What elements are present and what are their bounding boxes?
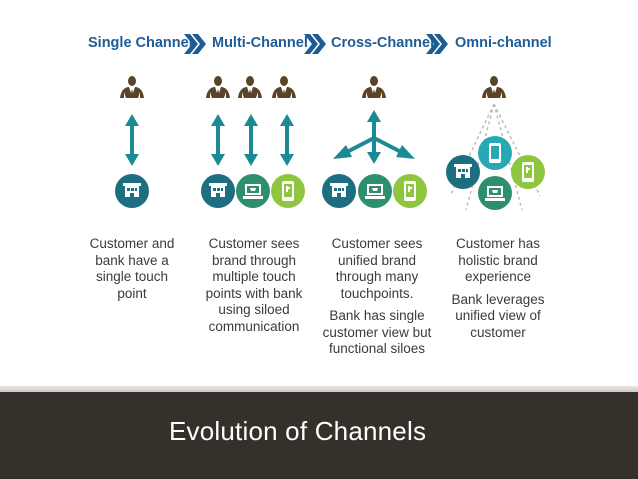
note-line: customer [470, 324, 526, 340]
stage-title-omni-channel: Omni-channel [455, 35, 552, 51]
stage-description-single-channel: Customer and bank have a single touch po… [72, 236, 192, 302]
person-icon [206, 76, 230, 98]
channel-artwork [115, 76, 545, 211]
chevron-right-icon [184, 34, 206, 54]
description-line: Customer and [89, 236, 175, 251]
description-line: points with bank [205, 285, 303, 301]
footer-bar: Evolution of Channels [0, 392, 638, 479]
note-line: customer view but [322, 324, 432, 340]
stage-description-cross-channel: Customer sees unified brand through many… [316, 236, 438, 358]
description-line: experience [464, 269, 532, 284]
description-line: holistic brand [458, 252, 538, 268]
description-line: using siloed [218, 302, 290, 317]
description-line: Customer sees [331, 236, 423, 251]
stage-title-multi-channel: Multi-Channel [212, 35, 308, 51]
note-line: Bank leverages [451, 291, 545, 307]
note-line: unified view of [455, 308, 541, 323]
description-line: multiple touch [212, 269, 296, 284]
description-line: through many [335, 269, 419, 284]
stage-description-omni-channel: Customer has holistic brand experience B… [438, 236, 558, 341]
diagram-slide: Single Channel Multi-Channel Cross-Chann… [72, 34, 558, 358]
stage-title-single-channel: Single Channel [88, 35, 193, 51]
slide-divider [0, 386, 638, 392]
person-icon [238, 76, 262, 98]
note-line: Bank has single [329, 308, 425, 323]
person-icon [362, 76, 386, 98]
description-line: bank have a [95, 252, 169, 268]
stage-title-cross-channel: Cross-Channel [331, 35, 435, 51]
person-icon [272, 76, 296, 98]
person-icon [482, 76, 506, 98]
chevron-right-icon [304, 34, 326, 54]
person-icon [120, 76, 144, 98]
chevron-right-icon [426, 34, 448, 54]
note-line: functional siloes [328, 341, 426, 356]
description-line: brand through [211, 252, 297, 268]
description-line: communication [208, 318, 300, 334]
description-line: single touch [95, 269, 169, 284]
stage-description-multi-channel: Customer sees brand through multiple tou… [193, 236, 315, 335]
description-line: Customer has [455, 236, 541, 251]
description-line: point [117, 285, 147, 301]
footer-title: Evolution of Channels [169, 416, 427, 446]
description-line: Customer sees [208, 236, 300, 251]
description-line: touchpoints. [340, 285, 414, 301]
description-line: unified brand [337, 252, 417, 268]
